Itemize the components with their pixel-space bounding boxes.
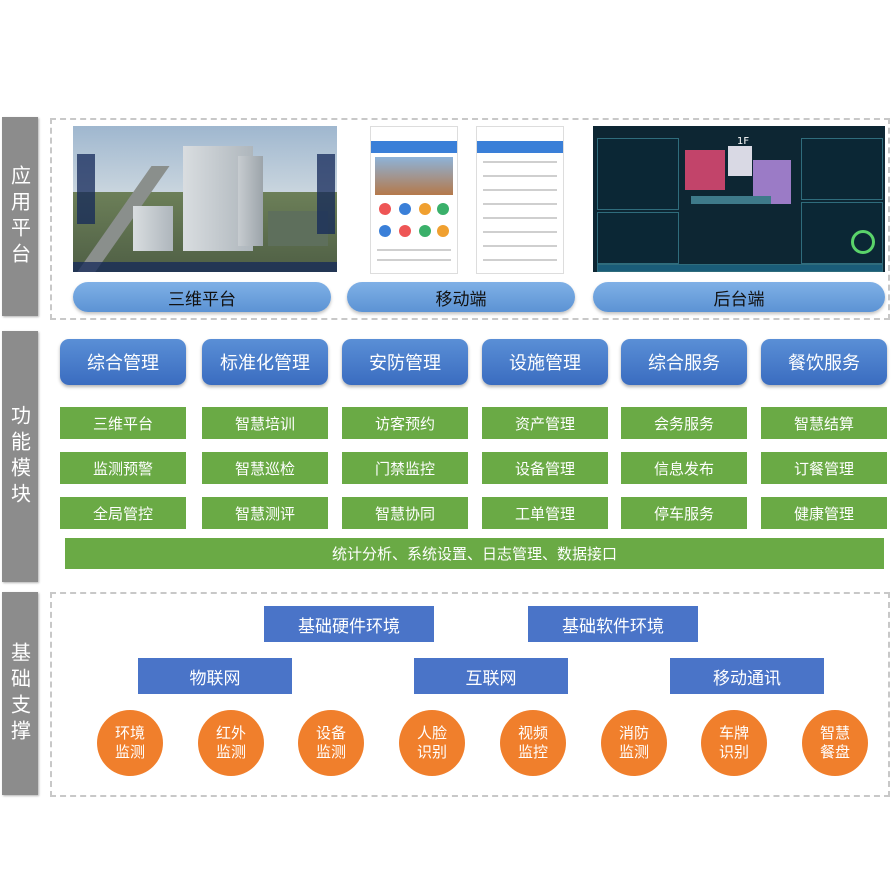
module-item: 设备管理 [482, 452, 608, 484]
foundation-panel [50, 592, 890, 797]
device-video-surveillance: 视频 监控 [500, 710, 566, 776]
device-environment-monitor: 环境 监测 [97, 710, 163, 776]
backend-dashboard-screenshot: 1F [593, 126, 885, 272]
iot-box: 物联网 [138, 658, 292, 694]
category-comprehensive-service: 综合服务 [621, 339, 747, 385]
device-equipment-monitor: 设备 监测 [298, 710, 364, 776]
module-item: 智慧培训 [202, 407, 328, 439]
platform-mobile: 移动端 [347, 282, 575, 312]
internet-box: 互联网 [414, 658, 568, 694]
module-item: 三维平台 [60, 407, 186, 439]
platform-backend: 后台端 [593, 282, 885, 312]
hardware-environment-box: 基础硬件环境 [264, 606, 434, 642]
section-label-function: 功能模块 [2, 331, 38, 582]
mobile-comm-box: 移动通讯 [670, 658, 824, 694]
device-face-recognition: 人脸 识别 [399, 710, 465, 776]
module-item: 监测预警 [60, 452, 186, 484]
device-infrared-monitor: 红外 监测 [198, 710, 264, 776]
module-item: 订餐管理 [761, 452, 887, 484]
application-panel [50, 118, 890, 320]
device-fire-monitor: 消防 监测 [601, 710, 667, 776]
module-item: 智慧测评 [202, 497, 328, 529]
category-security-mgmt: 安防管理 [342, 339, 468, 385]
category-standardization-mgmt: 标准化管理 [202, 339, 328, 385]
module-item: 智慧结算 [761, 407, 887, 439]
category-facility-mgmt: 设施管理 [482, 339, 608, 385]
software-environment-box: 基础软件环境 [528, 606, 698, 642]
device-smart-tray: 智慧 餐盘 [802, 710, 868, 776]
module-item: 工单管理 [482, 497, 608, 529]
module-item: 智慧协同 [342, 497, 468, 529]
device-plate-recognition: 车牌 识别 [701, 710, 767, 776]
3d-platform-screenshot [73, 126, 337, 272]
common-functions-bar: 统计分析、系统设置、日志管理、数据接口 [65, 538, 884, 569]
module-item: 门禁监控 [342, 452, 468, 484]
module-item: 健康管理 [761, 497, 887, 529]
module-item: 全局管控 [60, 497, 186, 529]
section-label-application: 应用平台 [2, 117, 38, 316]
dashboard-floor-label: 1F [737, 136, 750, 147]
section-label-foundation: 基础支撑 [2, 592, 38, 795]
category-comprehensive-mgmt: 综合管理 [60, 339, 186, 385]
module-item: 智慧巡检 [202, 452, 328, 484]
module-item: 资产管理 [482, 407, 608, 439]
platform-3d: 三维平台 [73, 282, 331, 312]
module-item: 会务服务 [621, 407, 747, 439]
module-item: 停车服务 [621, 497, 747, 529]
category-catering-service: 餐饮服务 [761, 339, 887, 385]
module-item: 访客预约 [342, 407, 468, 439]
module-item: 信息发布 [621, 452, 747, 484]
